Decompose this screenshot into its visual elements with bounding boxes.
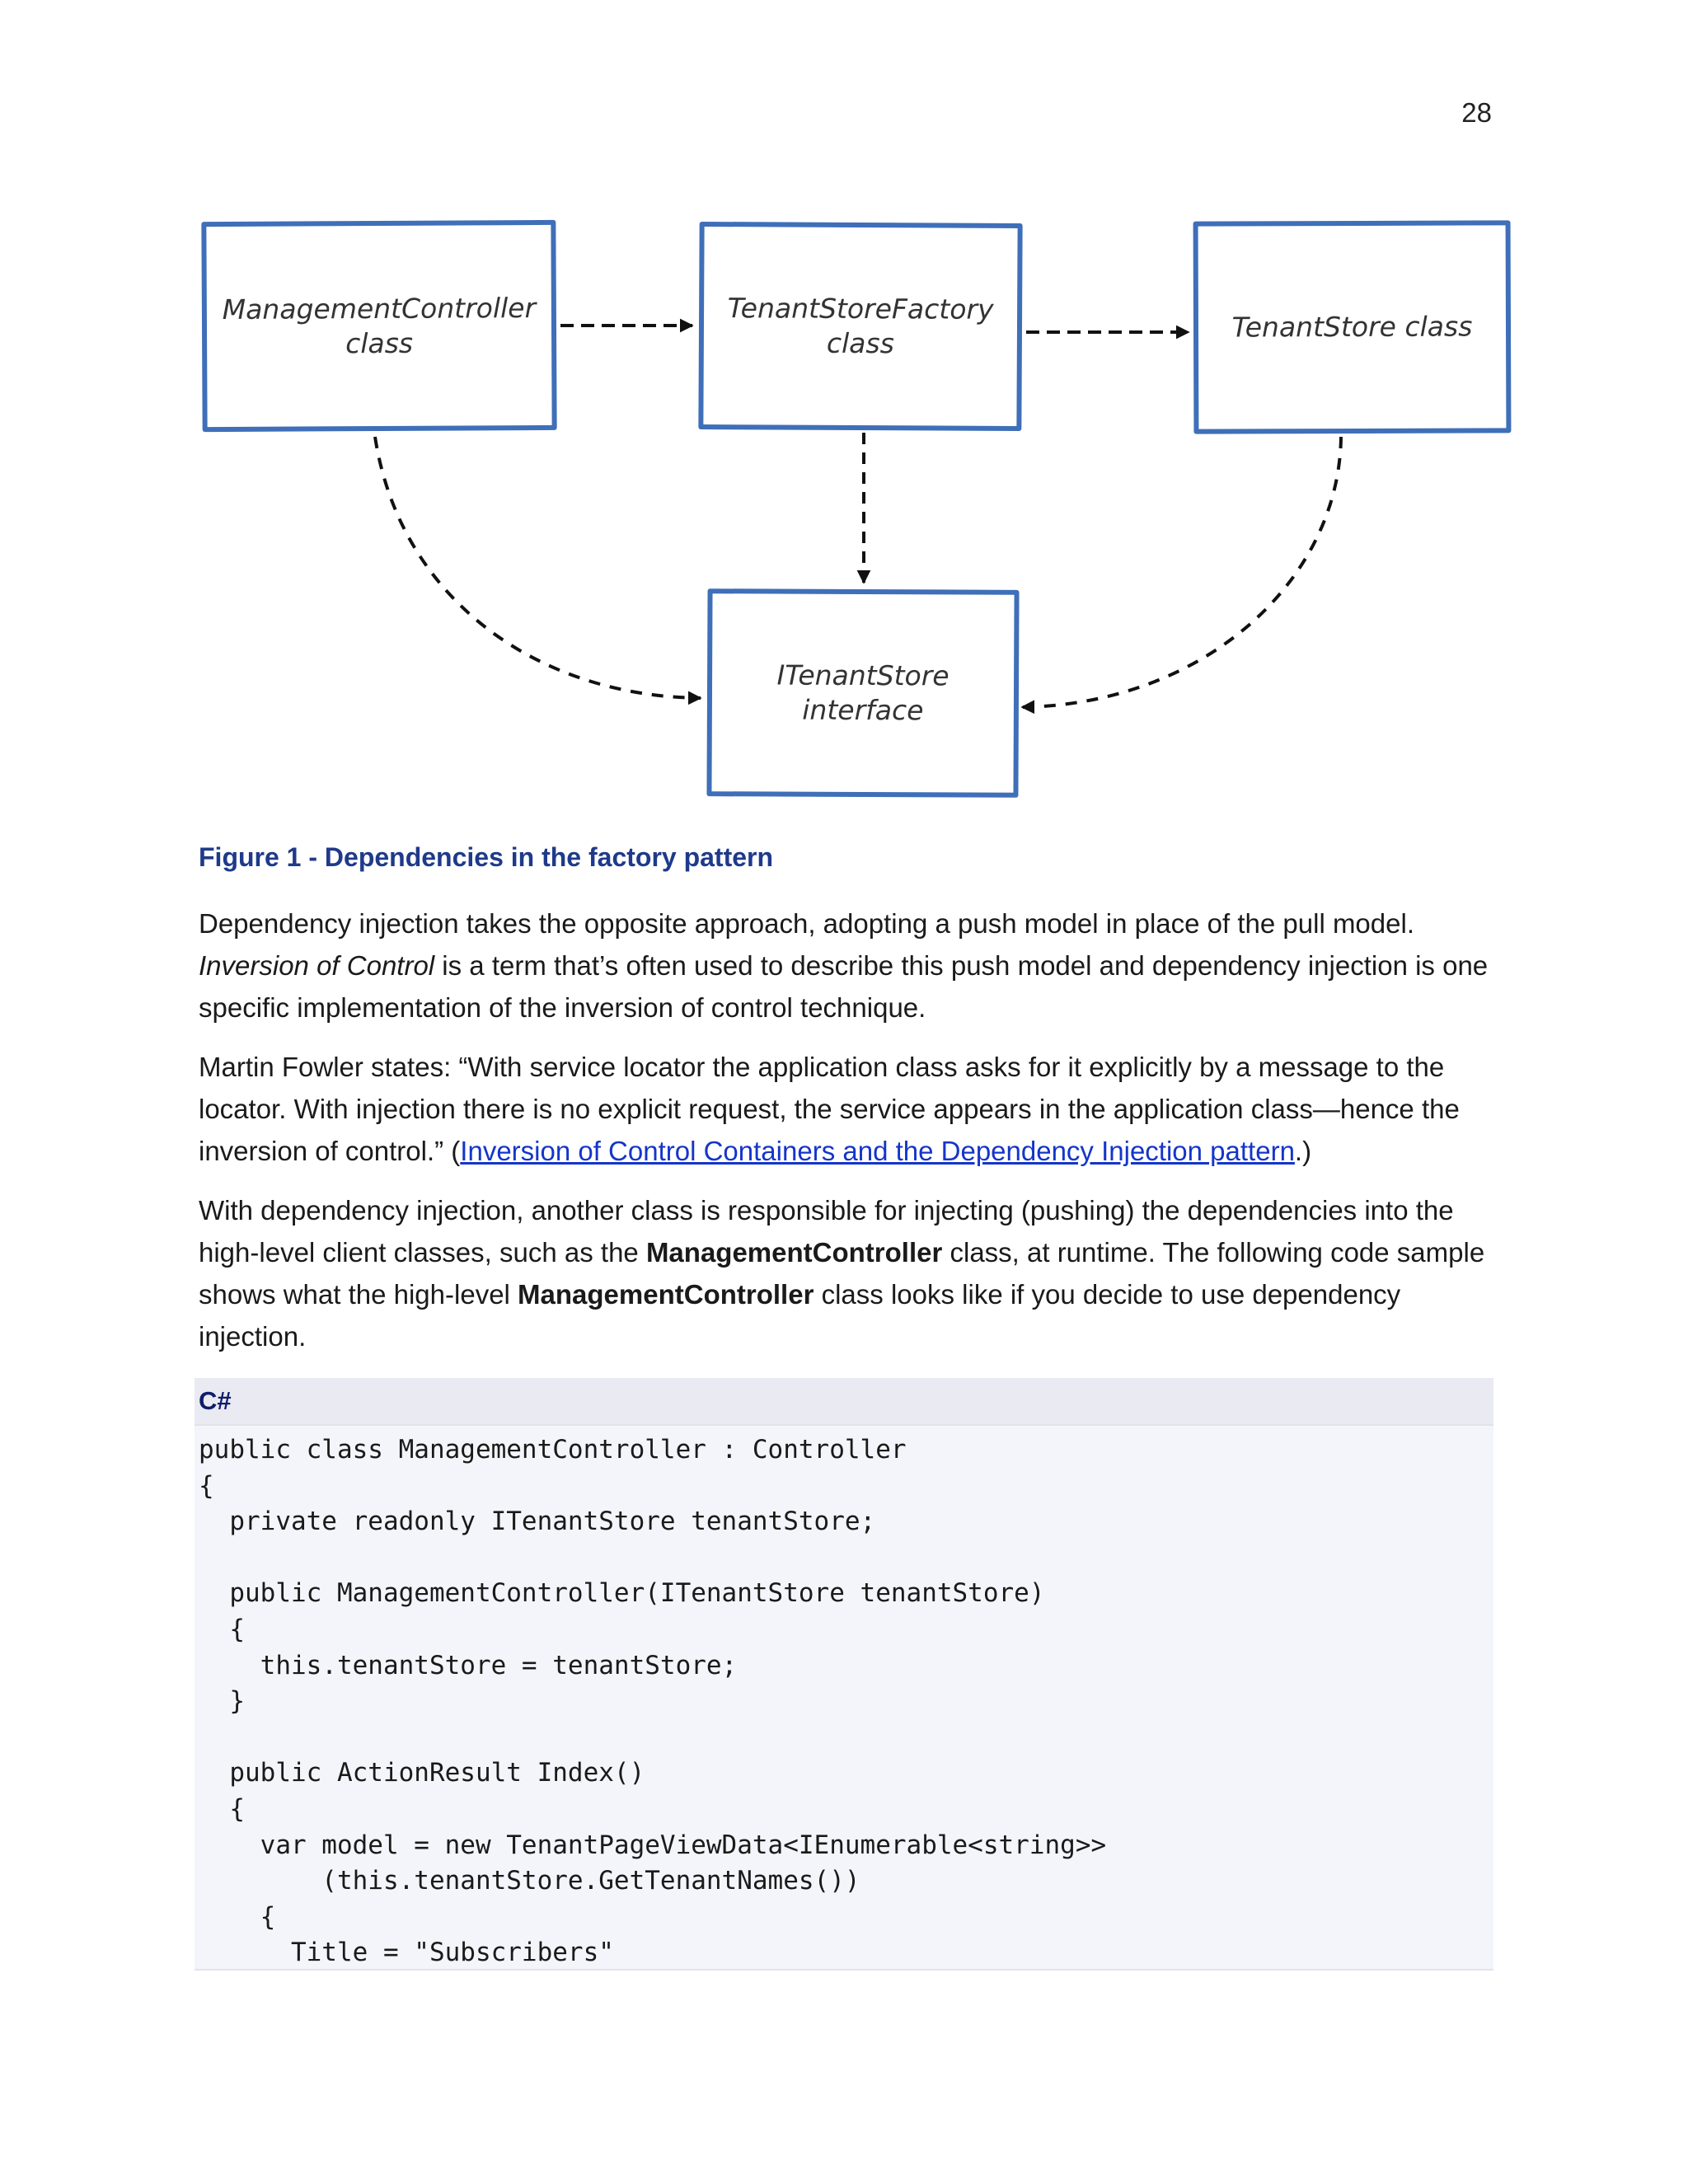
arrow-mc-to-its [373,436,702,705]
code-line: private readonly ITenantStore tenantStor… [199,1507,876,1537]
code-line: { [199,1614,245,1644]
code-line: { [199,1901,276,1932]
p3-text-3: class looks like if you decide to use de… [199,1279,1401,1352]
code-line: { [199,1793,245,1824]
code-block: C# public class ManagementController : C… [195,1378,1493,1970]
fowler-article-link[interactable]: Inversion of Control Containers and the … [460,1136,1295,1166]
code-line: public ManagementController(ITenantStore… [199,1578,1045,1609]
p3-text-2: class, at runtime. The following code sa… [199,1237,1485,1310]
paragraph-push-model: Dependency injection takes the opposite … [199,902,1493,1029]
code-line [199,1540,1493,1577]
code-line: this.tenantStore = tenantStore; [199,1650,738,1680]
paragraph-dependency-injection: With dependency injection, another class… [199,1189,1493,1357]
arrow-ts-to-its [1020,436,1343,715]
paragraph-fowler-quote: Martin Fowler states: “With service loca… [199,1046,1493,1172]
code-line: Title = "Subscribers" [199,1938,614,1968]
p3-bold-2: ManagementController [518,1279,814,1310]
code-line: public ActionResult Index() [199,1758,645,1788]
p1-text-2: is a term that’s often used to describe … [199,950,1489,1023]
tenant-store-box: TenantStore class [1193,220,1512,434]
p1-text-1: Dependency injection takes the opposite … [199,908,1414,939]
code-line: { [199,1470,214,1501]
itenant-store-interface-box: ITenantStore interface [706,588,1020,798]
code-language-label: C# [195,1378,1493,1426]
code-line: var model = new TenantPageViewData<IEnum… [199,1830,1107,1860]
code-body: public class ManagementController : Cont… [195,1426,1493,1971]
dependency-diagram: ManagementController class TenantStoreFa… [190,210,1512,820]
tenant-store-factory-box: TenantStoreFactory class [698,221,1023,432]
management-controller-box: ManagementController class [201,219,557,433]
code-block-divider [195,1969,1493,1971]
code-line: public class ManagementController : Cont… [199,1435,907,1465]
code-line: } [199,1686,245,1717]
p3-bold-1: ManagementController [645,1237,943,1268]
figure-caption: Figure 1 - Dependencies in the factory p… [199,842,774,872]
page-number: 28 [1461,97,1492,128]
p3-text-1: With dependency injection, another class… [199,1195,1454,1268]
p2-text: Martin Fowler states: “With service loca… [199,1052,1460,1166]
p1-italic: Inversion of Control [199,950,435,981]
code-line: (this.tenantStore.GetTenantNames()) [199,1866,860,1896]
code-line [199,1720,1493,1756]
p2-after: .) [1294,1136,1312,1166]
